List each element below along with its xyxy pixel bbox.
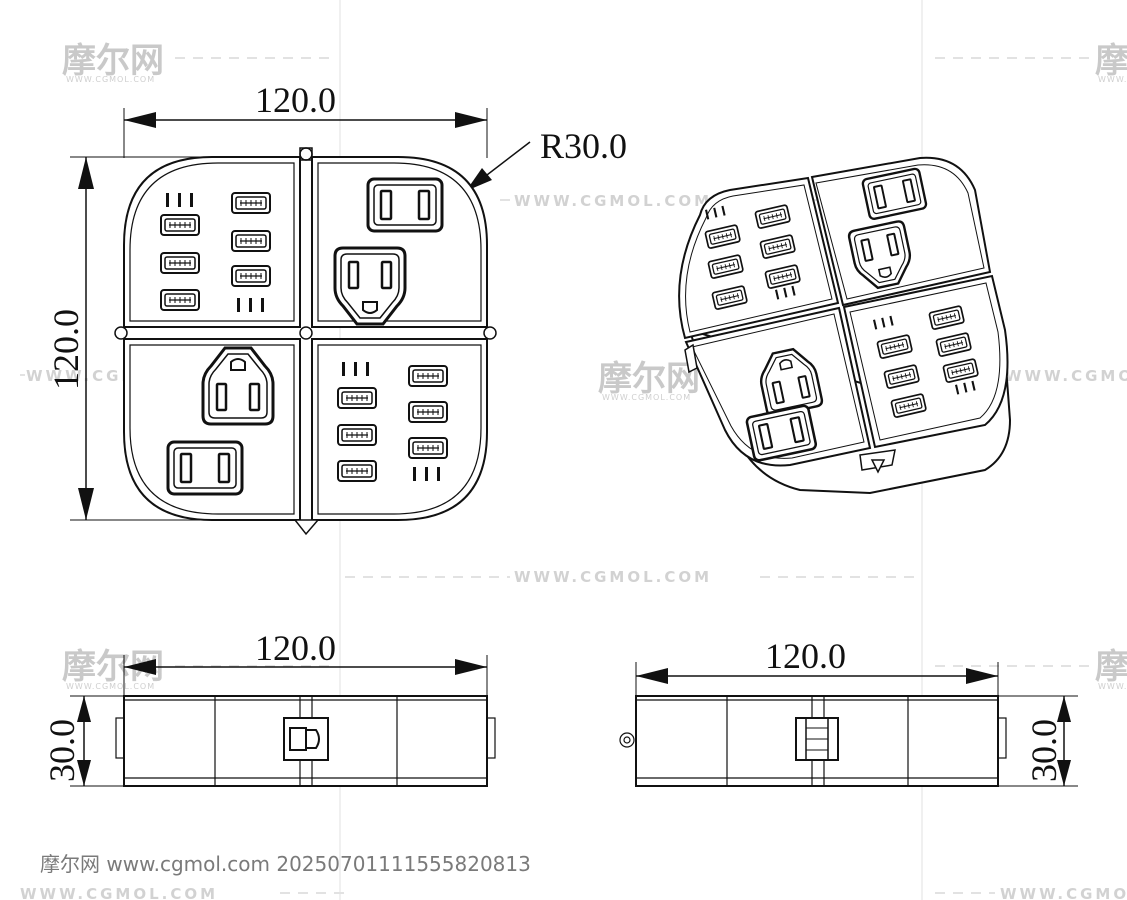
- watermark-url: WWW.CGMOL.COM: [20, 885, 218, 900]
- watermark-url: WWW.CGMOL.COM: [1005, 367, 1127, 385]
- watermark-logo: 摩尔网: [1095, 41, 1127, 81]
- top-width-label: 120.0: [255, 80, 336, 120]
- watermark-url: WWW.CGMOL.COM: [1000, 885, 1127, 900]
- side-view: 120.0 30.0: [619, 636, 1078, 787]
- watermark-logo-sub: WWW.CGMOL.COM: [602, 393, 691, 402]
- watermark-url: WWW.CGMOL.COM: [514, 568, 712, 586]
- isometric-view: [678, 156, 1012, 495]
- side-width-label: 120.0: [765, 636, 846, 676]
- watermark-logo-sub: WWW.CGMOL.COM: [66, 682, 155, 691]
- watermark-logo: 摩尔网: [62, 41, 164, 81]
- watermark-logo-sub: WWW.CGMOL.COM: [1098, 75, 1127, 84]
- outlet-2pin-top-right: [366, 177, 444, 233]
- side-height-dimension-line: [1057, 696, 1071, 786]
- front-connector: [283, 717, 329, 761]
- top-height-dimension-line: [78, 157, 94, 520]
- watermark-logo: 摩尔网: [1095, 647, 1127, 687]
- front-view: 120.0 30.0: [42, 628, 496, 787]
- top-height-label: 120.0: [46, 309, 86, 390]
- side-height-label: 30.0: [1024, 719, 1064, 782]
- watermark-logo-sub: WWW.CGMOL.COM: [1098, 682, 1127, 691]
- top-width-dimension-line: [124, 112, 487, 128]
- side-width-dimension-line: [636, 668, 998, 684]
- radius-label: R30.0: [540, 126, 627, 166]
- side-hinge: [795, 717, 839, 761]
- front-width-label: 120.0: [255, 628, 336, 668]
- front-width-dimension-line: [124, 659, 487, 675]
- watermark-logo-sub: WWW.CGMOL.COM: [66, 75, 155, 84]
- front-height-label: 30.0: [42, 719, 82, 782]
- footer-watermark-text: 摩尔网 www.cgmol.com 20250701111555820813: [40, 852, 531, 876]
- watermark-logo: 摩尔网: [598, 359, 700, 399]
- watermark-url: WWW.CGMOL.COM: [514, 192, 712, 210]
- top-view: 120.0 120.0 R30.0: [46, 80, 627, 536]
- outlet-2pin-bottom-left: [166, 440, 244, 496]
- radius-leader: [466, 141, 531, 191]
- front-height-dimension-line: [77, 696, 91, 786]
